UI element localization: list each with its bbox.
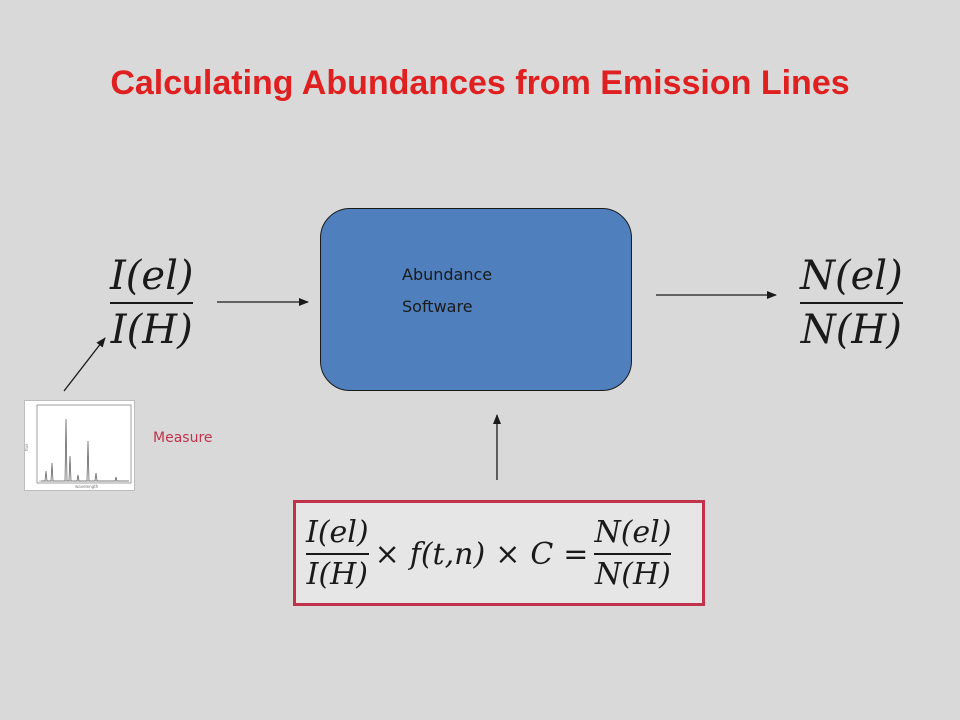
eq-lhs-denominator: I(H) (306, 557, 369, 592)
svg-text:flux: flux (25, 443, 29, 451)
input-numerator: I(el) (110, 253, 194, 299)
spectrum-thumbnail: flux wavelength (24, 400, 135, 491)
eq-lhs-numerator: I(el) (306, 515, 369, 550)
input-intensity-ratio: I(el) I(H) (110, 253, 194, 353)
box-label-line1: Abundance (402, 265, 493, 284)
eq-constant: C (530, 536, 554, 572)
eq-rhs-denominator: N(H) (595, 557, 671, 592)
output-abundance-ratio: N(el) N(H) (800, 256, 903, 350)
output-numerator: N(el) (800, 253, 903, 299)
fraction-bar (594, 553, 672, 555)
fraction-bar (110, 302, 194, 304)
eq-rhs-fraction: N(el) N(H) (594, 515, 672, 592)
svg-text:wavelength: wavelength (75, 484, 99, 489)
equals-sign: = (563, 536, 589, 572)
measure-label: Measure (153, 430, 213, 446)
fraction-bar (800, 302, 903, 304)
output-denominator: N(H) (800, 307, 902, 353)
box-label-line2: Software (402, 297, 473, 316)
times-sign: × (374, 536, 400, 572)
eq-function: f(t,n) (409, 536, 486, 572)
abundance-software-box: Abundance Software (320, 208, 632, 391)
fraction-bar (306, 553, 369, 555)
abundance-equation-box: I(el) I(H) × f(t,n) × C = N(el) N(H) (293, 500, 705, 606)
times-sign: × (495, 536, 521, 572)
eq-rhs-numerator: N(el) (594, 515, 672, 550)
slide-title: Calculating Abundances from Emission Lin… (110, 64, 850, 102)
eq-lhs-fraction: I(el) I(H) (306, 518, 369, 590)
spectrum-plot-icon: flux wavelength (24, 404, 132, 489)
input-denominator: I(H) (110, 307, 193, 353)
abundance-equation: I(el) I(H) × f(t,n) × C = N(el) N(H) (306, 509, 672, 599)
arrow-spectrum-to-input (63, 337, 106, 392)
